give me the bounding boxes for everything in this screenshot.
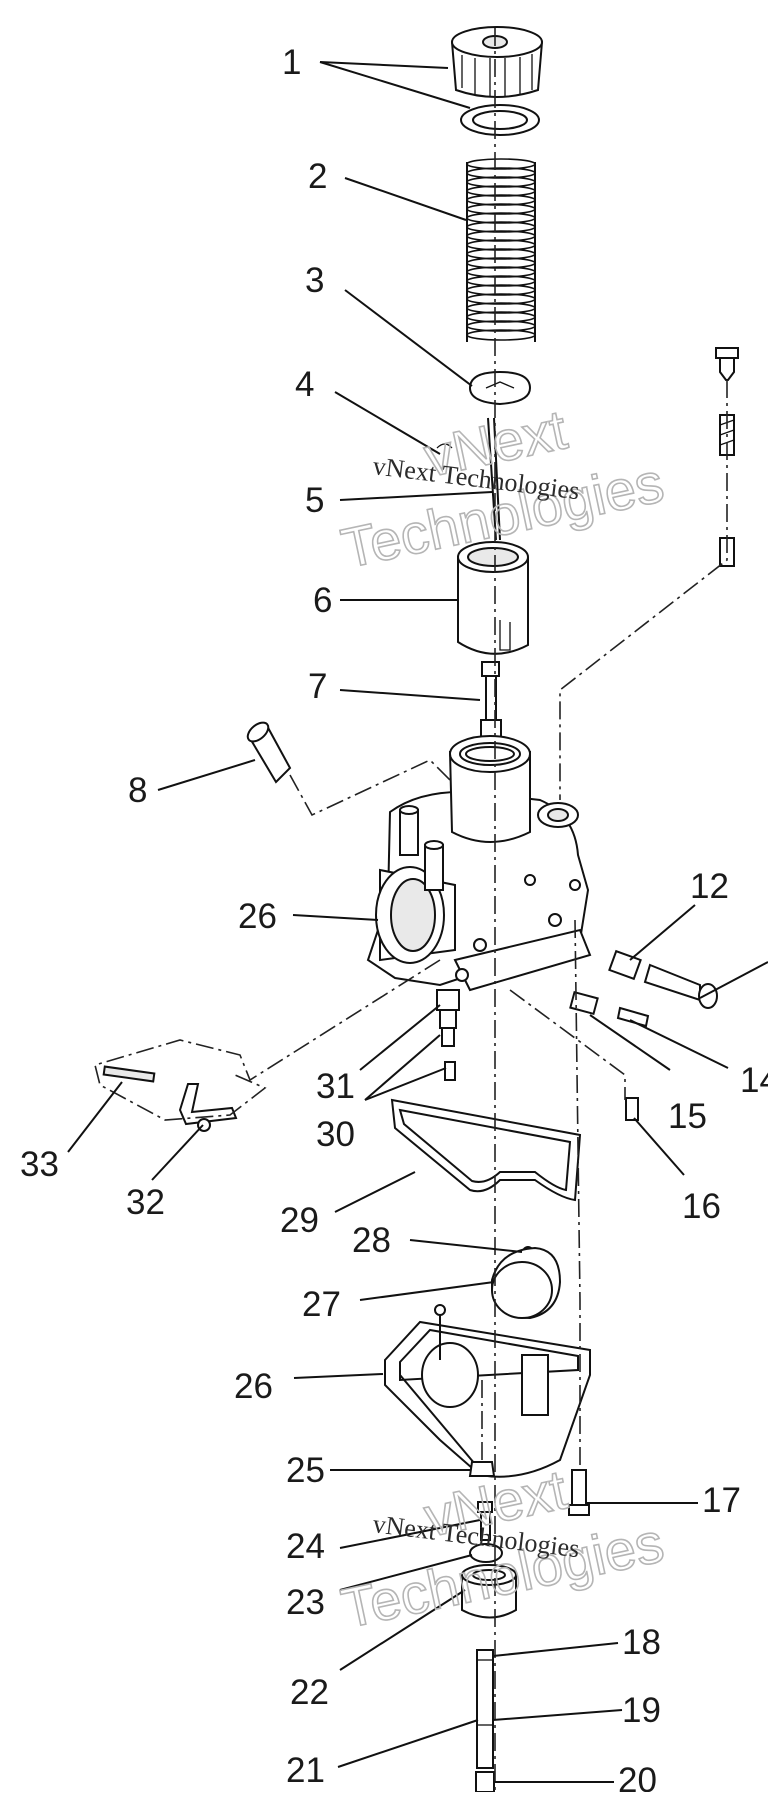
spring-coil — [466, 167, 536, 179]
callout-3: 3 — [305, 261, 324, 300]
spring-coil — [466, 302, 536, 314]
callout-4: 4 — [295, 365, 314, 404]
part-cap-small — [246, 721, 292, 784]
callout-15: 15 — [668, 1097, 707, 1136]
spring-coil — [466, 212, 536, 224]
part-float-bowl-gasket — [390, 1098, 582, 1202]
spring-coil — [466, 293, 536, 305]
part-float-pin — [102, 1065, 238, 1132]
part-emulsion-tube — [475, 1649, 495, 1793]
part-throttle-valve — [457, 541, 529, 655]
callout-29: 29 — [280, 1201, 319, 1240]
part-cap — [450, 26, 544, 98]
spring-coil — [466, 284, 536, 296]
callout-1: 1 — [282, 43, 301, 82]
callout-33: 33 — [20, 1145, 59, 1184]
part-carburetor-body — [366, 735, 592, 992]
spring-coil — [466, 266, 536, 278]
callout-16: 16 — [682, 1187, 721, 1226]
spring-coil — [466, 158, 536, 170]
spring-coil — [466, 221, 536, 233]
callout-28: 28 — [352, 1221, 391, 1260]
spring-coil — [466, 257, 536, 269]
spring-coil — [466, 203, 536, 215]
callout-18: 18 — [622, 1623, 661, 1662]
callout-8: 8 — [128, 771, 147, 810]
callout-12: 12 — [690, 867, 729, 906]
callout-23: 23 — [286, 1583, 325, 1622]
leader-lines — [67, 61, 768, 1783]
callout-30: 30 — [316, 1115, 355, 1154]
callout-2: 2 — [308, 157, 327, 196]
callout-20: 20 — [618, 1761, 657, 1792]
assembly-guide-lines — [94, 28, 728, 1790]
spring-coil — [466, 230, 536, 242]
callout-22: 22 — [290, 1673, 329, 1712]
callout-32: 32 — [126, 1183, 165, 1222]
spring-coil — [466, 311, 536, 323]
spring-coil — [466, 329, 536, 341]
callout-14: 14 — [740, 1061, 768, 1100]
callout-25: 25 — [286, 1451, 325, 1490]
callout-21: 21 — [286, 1751, 325, 1790]
part-float-bowl — [384, 1304, 591, 1478]
spring-coil — [466, 194, 536, 206]
part-drain-screw — [568, 1469, 590, 1516]
callout-26-bowl: 26 — [234, 1367, 273, 1406]
callout-labels: 1 2 3 4 5 6 7 8 26 12 14 15 16 31 30 33 … — [20, 43, 768, 1797]
callout-6: 6 — [313, 581, 332, 620]
part-jet-16 — [625, 1097, 639, 1121]
spring-coil — [466, 239, 536, 251]
callout-7: 7 — [308, 667, 327, 706]
callout-5: 5 — [305, 481, 324, 520]
part-washer — [460, 104, 540, 136]
part-needle-valve — [436, 989, 460, 1081]
callout-31: 31 — [316, 1067, 355, 1106]
callout-27: 27 — [302, 1285, 341, 1324]
callout-26: 26 — [238, 897, 277, 936]
part-idle-screw — [569, 990, 650, 1028]
part-pilot-screw — [608, 949, 718, 1009]
callout-17: 17 — [702, 1481, 741, 1520]
part-spring — [466, 158, 536, 344]
callout-19: 19 — [622, 1691, 661, 1730]
spring-coil — [466, 185, 536, 197]
part-float — [491, 1246, 562, 1320]
spring-coil — [466, 320, 536, 332]
part-spring-seat — [468, 370, 532, 406]
part-main-jet-stack — [461, 1461, 517, 1619]
spring-coil — [466, 275, 536, 287]
spring-coil — [466, 176, 536, 188]
callout-24: 24 — [286, 1527, 325, 1566]
spring-coil — [466, 248, 536, 260]
part-needle-jet — [480, 661, 502, 741]
